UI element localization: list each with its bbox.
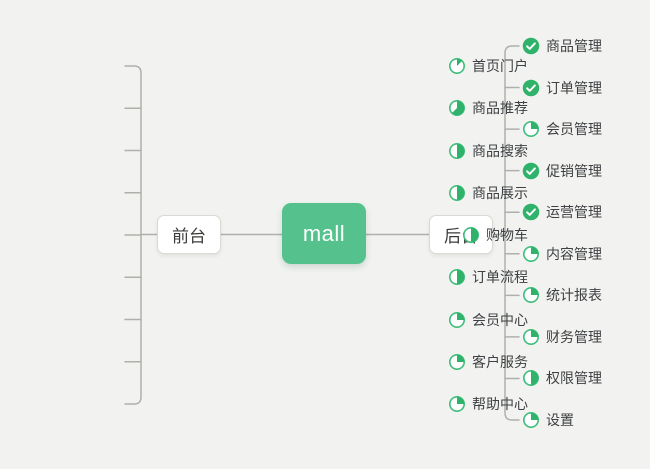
topic-item-frontend-2[interactable]: 商品搜索 [448,141,528,161]
topic-label: 帮助中心 [472,396,528,412]
topic-label: 商品搜索 [472,142,528,159]
topic-label: 商品推荐 [472,100,528,117]
topic-label: 设置 [546,412,574,428]
topic-label: 商品管理 [546,38,602,54]
topic-label: 促销管理 [546,162,602,179]
branch-node-frontend[interactable]: 前台 [157,215,221,254]
topic-item-frontend-5[interactable]: 订单流程 [448,267,528,287]
topic-item-backend-5[interactable]: 内容管理 [522,244,602,264]
progress-pie-icon [448,100,466,117]
topic-item-backend-9[interactable]: 设置 [522,410,574,430]
topic-label: 财务管理 [546,328,602,345]
topic-item-frontend-8[interactable]: 帮助中心 [448,394,528,414]
topic-item-frontend-7[interactable]: 客户服务 [448,352,528,372]
progress-pie-icon [522,121,540,138]
progress-pie-icon [448,395,466,413]
progress-pie-icon [522,411,540,429]
progress-pie-icon [448,311,466,328]
progress-pie-icon [448,142,466,159]
topic-label: 订单流程 [472,269,528,286]
check-circle-icon [522,79,540,96]
topic-label: 统计报表 [546,287,602,304]
progress-pie-icon [522,328,540,345]
topic-label: 运营管理 [546,204,602,221]
topic-item-backend-3[interactable]: 促销管理 [522,161,602,181]
progress-pie-icon [448,184,466,201]
topic-item-frontend-3[interactable]: 商品展示 [448,183,528,203]
topic-label: 订单管理 [546,79,602,96]
topic-label: 权限管理 [546,370,602,387]
topic-item-backend-2[interactable]: 会员管理 [522,119,602,139]
check-circle-icon [522,37,540,55]
topic-item-backend-8[interactable]: 权限管理 [522,368,602,388]
topic-item-backend-1[interactable]: 订单管理 [522,78,602,98]
topic-item-frontend-1[interactable]: 商品推荐 [448,98,528,118]
topic-item-backend-6[interactable]: 统计报表 [522,285,602,305]
progress-pie-icon [522,245,540,262]
topic-item-backend-0[interactable]: 商品管理 [522,36,602,56]
topic-item-backend-4[interactable]: 运营管理 [522,202,602,222]
topic-item-frontend-4[interactable]: 购物车 [462,225,528,245]
progress-pie-icon [448,57,466,75]
progress-pie-icon [448,269,466,286]
topic-label: 首页门户 [472,58,528,74]
progress-pie-icon [522,287,540,304]
check-circle-icon [522,162,540,179]
topic-item-frontend-6[interactable]: 会员中心 [448,310,528,330]
topic-item-frontend-0[interactable]: 首页门户 [448,56,528,76]
topic-label: 购物车 [486,227,528,243]
progress-pie-icon [462,226,480,244]
root-node-mall[interactable]: mall [282,203,366,264]
progress-pie-icon [522,370,540,387]
check-circle-icon [522,203,540,221]
topic-label: 会员管理 [546,121,602,138]
progress-pie-icon [448,353,466,370]
topic-label: 客户服务 [472,353,528,370]
topic-item-backend-7[interactable]: 财务管理 [522,327,602,347]
topic-label: 商品展示 [472,184,528,201]
topic-label: 会员中心 [472,311,528,328]
topic-label: 内容管理 [546,245,602,262]
